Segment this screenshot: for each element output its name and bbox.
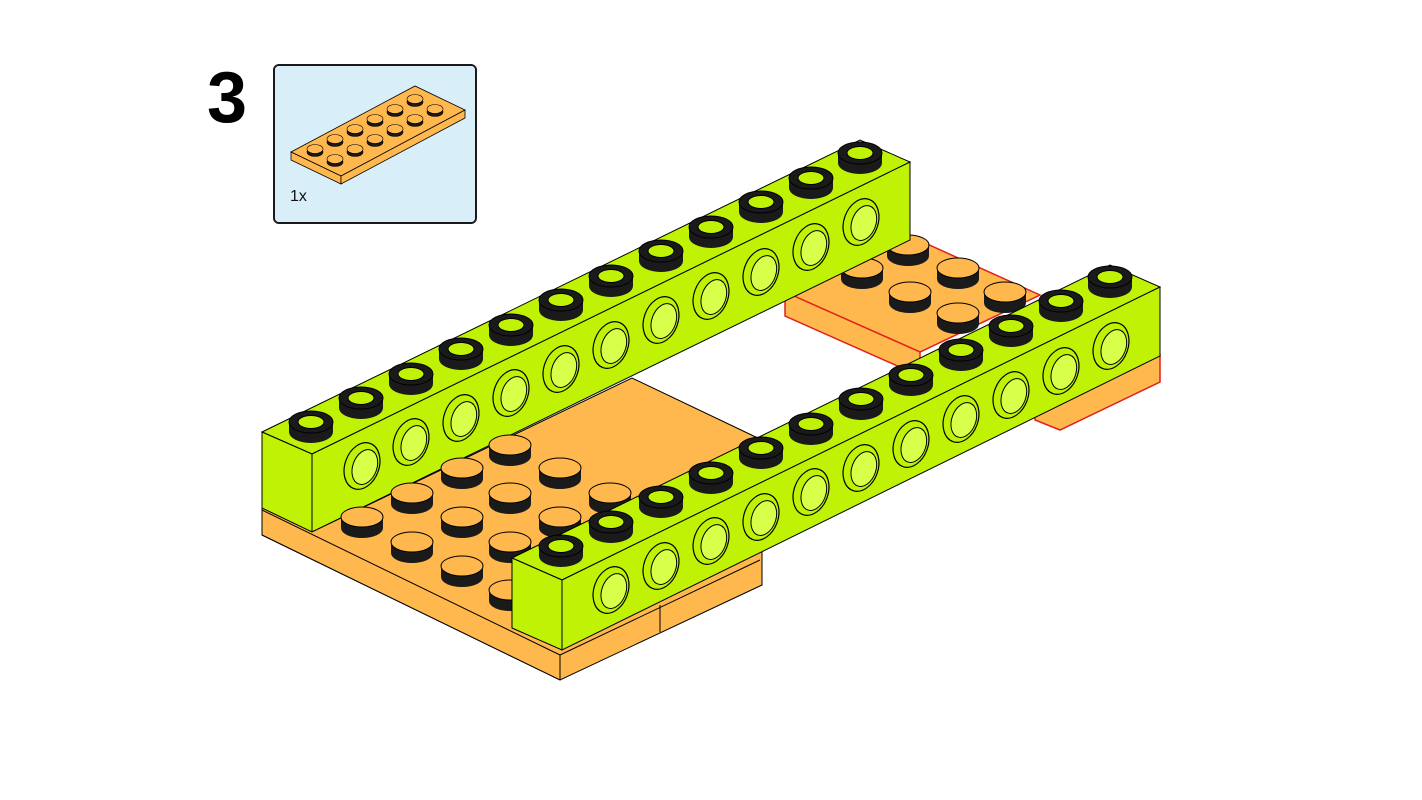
technic-beam-back [260,139,912,533]
parts-callout: 1x [273,64,477,224]
technic-beam-front [510,264,1162,651]
plate-2x6-icon [290,85,466,185]
parts-callout-background [275,66,475,222]
step-number: 3 [207,58,248,138]
part-quantity: 1x [290,188,307,205]
